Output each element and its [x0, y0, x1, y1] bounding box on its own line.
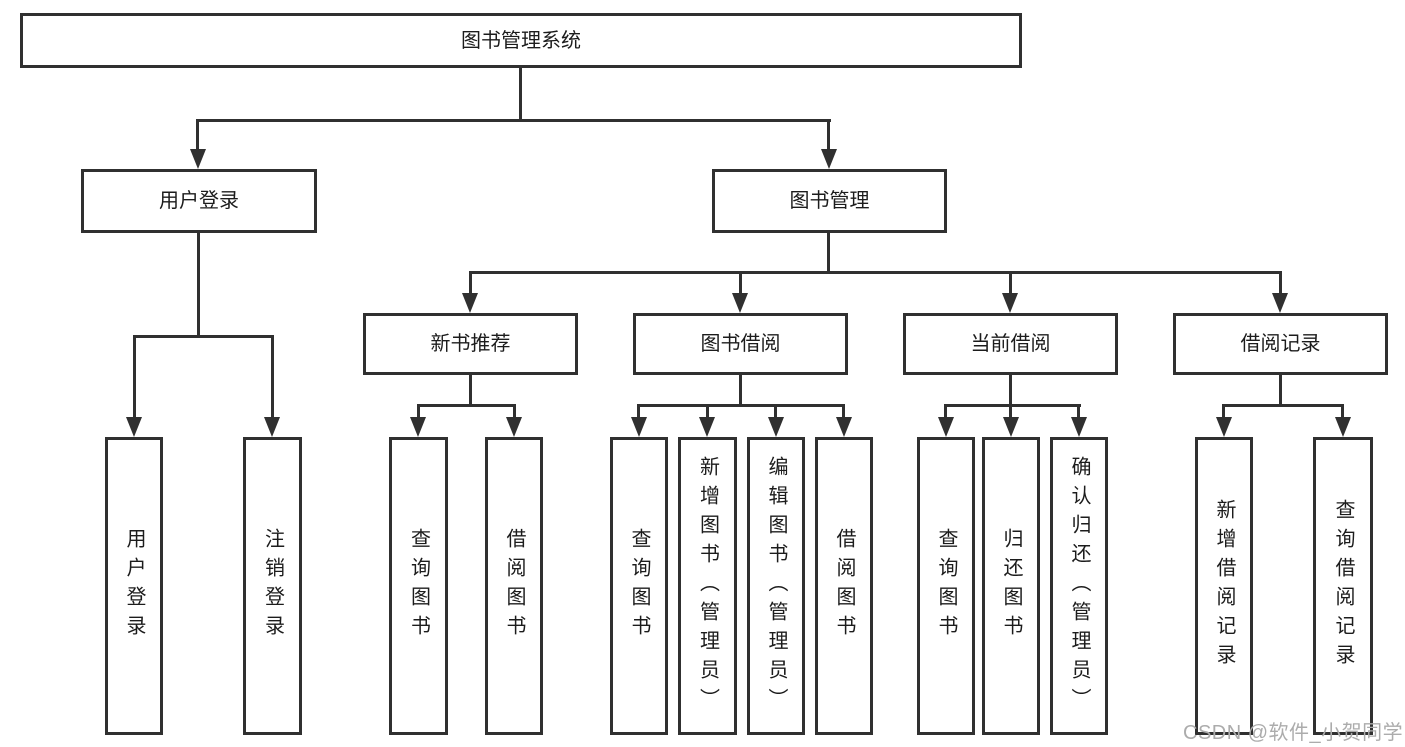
connector-to-leaf-logout — [271, 335, 274, 417]
arrow-down-icon — [1071, 417, 1087, 437]
leaf-query-book-current-label: 查询图书 — [935, 528, 957, 644]
node-user-login: 用户登录 — [81, 169, 317, 233]
arrow-down-icon — [938, 417, 954, 437]
connector-leaf-stem — [774, 404, 777, 417]
connector-to-new-book-recommend — [469, 271, 472, 293]
arrow-down-icon — [462, 293, 478, 313]
leaf-user-login-label: 用户登录 — [123, 528, 145, 644]
connector-root-bar — [196, 119, 831, 122]
connector-leaf-stem — [944, 404, 947, 417]
leaf-logout: 注销登录 — [243, 437, 302, 735]
connector-current-borrowing-bar — [944, 404, 1081, 407]
leaf-add-borrow-record: 新增借阅记录 — [1195, 437, 1253, 735]
connector-leaf-stem — [1341, 404, 1344, 417]
connector-to-leaf-user-login — [133, 335, 136, 417]
arrow-down-icon — [1216, 417, 1232, 437]
connector-leaf-stem — [417, 404, 420, 417]
arrow-down-icon — [631, 417, 647, 437]
connector-leaf-stem — [1009, 404, 1012, 417]
leaf-query-book-borrowing: 查询图书 — [610, 437, 668, 735]
connector-leaf-stem — [1077, 404, 1080, 417]
leaf-query-book-borrowing-label: 查询图书 — [628, 528, 650, 644]
connector-to-book-borrowing — [739, 271, 742, 293]
arrow-down-icon — [1272, 293, 1288, 313]
connector-user-login-bar — [133, 335, 274, 338]
node-user-login-label: 用户登录 — [159, 190, 239, 212]
leaf-return-book-label: 归还图书 — [1000, 528, 1022, 644]
arrow-down-icon — [126, 417, 142, 437]
leaf-borrow-book-recommend: 借阅图书 — [485, 437, 543, 735]
node-root-label: 图书管理系统 — [461, 29, 581, 52]
leaf-add-book-admin: 新增图书（管理员） — [678, 437, 737, 735]
node-book-management-label: 图书管理 — [789, 190, 870, 212]
node-book-borrowing: 图书借阅 — [633, 313, 848, 375]
leaf-borrow-book-borrowing-label: 借阅图书 — [833, 528, 855, 644]
arrow-down-icon — [699, 417, 715, 437]
connector-user-login-stem — [197, 233, 200, 338]
leaf-return-book: 归还图书 — [982, 437, 1040, 735]
connector-leaf-stem — [1222, 404, 1225, 417]
arrow-down-icon — [1003, 417, 1019, 437]
connector-to-user-login-stem — [196, 119, 199, 150]
watermark: CSDN @软件_小贺同学 — [1183, 722, 1404, 744]
arrow-down-icon — [836, 417, 852, 437]
leaf-borrow-book-borrowing: 借阅图书 — [815, 437, 873, 735]
connector-book-borrowing-stem — [739, 375, 742, 407]
leaf-add-book-admin-label: 新增图书（管理员） — [696, 455, 719, 717]
connector-leaf-stem — [637, 404, 640, 417]
leaf-query-book-recommend: 查询图书 — [389, 437, 448, 735]
leaf-borrow-book-recommend-label: 借阅图书 — [503, 528, 525, 644]
leaf-logout-label: 注销登录 — [261, 528, 284, 644]
arrow-down-icon — [732, 293, 748, 313]
connector-book-management-stem — [827, 233, 830, 274]
leaf-confirm-return-admin-label: 确认归还（管理员） — [1068, 455, 1090, 717]
node-book-management: 图书管理 — [712, 169, 947, 233]
connector-to-book-management-stem — [827, 119, 830, 150]
connector-leaf-stem — [513, 404, 516, 417]
connector-book-management-bar — [469, 271, 1282, 274]
node-root: 图书管理系统 — [20, 13, 1022, 68]
leaf-edit-book-admin: 编辑图书（管理员） — [747, 437, 805, 735]
connector-current-borrowing-stem — [1009, 375, 1012, 407]
leaf-user-login: 用户登录 — [105, 437, 163, 735]
node-borrow-records-label: 借阅记录 — [1240, 333, 1321, 355]
leaf-edit-book-admin-label: 编辑图书（管理员） — [765, 455, 787, 717]
connector-leaf-stem — [706, 404, 709, 417]
connector-leaf-stem — [842, 404, 845, 417]
leaf-confirm-return-admin: 确认归还（管理员） — [1050, 437, 1108, 735]
arrow-down-icon — [821, 149, 837, 169]
node-new-book-recommend-label: 新书推荐 — [430, 333, 511, 355]
node-current-borrowing-label: 当前借阅 — [970, 333, 1051, 355]
leaf-add-borrow-record-label: 新增借阅记录 — [1213, 499, 1235, 673]
connector-to-current-borrowing — [1009, 271, 1012, 293]
leaf-query-borrow-record: 查询借阅记录 — [1313, 437, 1373, 735]
arrow-down-icon — [410, 417, 426, 437]
connector-new-book-bar — [417, 404, 516, 407]
connector-book-borrowing-bar — [638, 404, 845, 407]
arrow-down-icon — [768, 417, 784, 437]
leaf-query-borrow-record-label: 查询借阅记录 — [1332, 499, 1354, 673]
arrow-down-icon — [506, 417, 522, 437]
node-borrow-records: 借阅记录 — [1173, 313, 1388, 375]
arrow-down-icon — [264, 417, 280, 437]
connector-new-book-stem — [469, 375, 472, 407]
arrow-down-icon — [1002, 293, 1018, 313]
connector-borrow-records-stem — [1279, 375, 1282, 407]
connector-borrow-records-bar — [1223, 404, 1344, 407]
node-new-book-recommend: 新书推荐 — [363, 313, 578, 375]
leaf-query-book-recommend-label: 查询图书 — [407, 528, 430, 644]
arrow-down-icon — [190, 149, 206, 169]
arrow-down-icon — [1335, 417, 1351, 437]
leaf-query-book-current: 查询图书 — [917, 437, 975, 735]
node-current-borrowing: 当前借阅 — [903, 313, 1118, 375]
connector-to-borrow-records — [1279, 271, 1282, 293]
connector-root-stem — [519, 68, 522, 121]
node-book-borrowing-label: 图书借阅 — [700, 333, 781, 355]
